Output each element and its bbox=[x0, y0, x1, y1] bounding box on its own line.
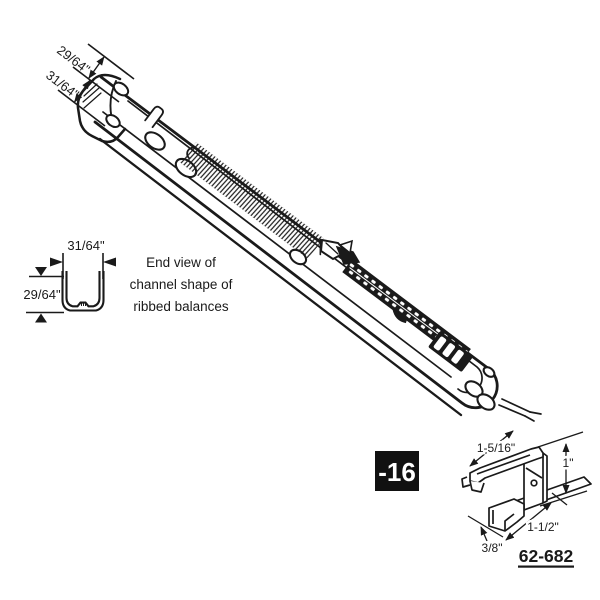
bracket-dim-top: 1-5/16" bbox=[477, 441, 515, 455]
variant-badge: -16 bbox=[375, 451, 419, 491]
bracket-dim-left: 3/8" bbox=[482, 541, 503, 555]
slotted-clip bbox=[428, 331, 473, 372]
clutch-mechanism bbox=[319, 238, 361, 265]
bracket-dimensions bbox=[467, 430, 588, 542]
part-number: 62-682 bbox=[518, 546, 574, 568]
bracket-dim-bottom: 1-1/2" bbox=[527, 520, 559, 534]
svg-text:End view of: End view of bbox=[146, 255, 216, 270]
bracket-screw-hole bbox=[530, 479, 538, 487]
channel-tab bbox=[144, 105, 164, 129]
channel-dimension-callout bbox=[57, 43, 135, 127]
dimension-label-channel-width: 31/64" bbox=[43, 67, 82, 102]
end-view-height-label: 29/64" bbox=[23, 287, 61, 302]
end-view-caption: End view of channel shape of ribbed bala… bbox=[130, 255, 233, 314]
head-top-hole bbox=[112, 81, 130, 97]
bracket-dim-right: 1" bbox=[563, 456, 574, 470]
part-number-label: 62-682 bbox=[519, 546, 574, 566]
head-side-hole bbox=[105, 113, 121, 129]
svg-text:ribbed balances: ribbed balances bbox=[133, 299, 229, 314]
channel-bottom-lip bbox=[102, 111, 452, 378]
svg-text:channel shape of: channel shape of bbox=[130, 277, 233, 292]
end-view-drawing bbox=[26, 253, 116, 323]
end-view-width-label: 31/64" bbox=[67, 238, 105, 253]
channel-side-face-edge bbox=[98, 137, 463, 417]
channel-balance-drawing bbox=[76, 73, 542, 422]
dimension-label-channel-depth: 29/64" bbox=[54, 42, 93, 77]
variant-badge-label: -16 bbox=[378, 457, 416, 487]
cord-exit bbox=[498, 398, 542, 422]
bracket-claw bbox=[469, 480, 485, 493]
